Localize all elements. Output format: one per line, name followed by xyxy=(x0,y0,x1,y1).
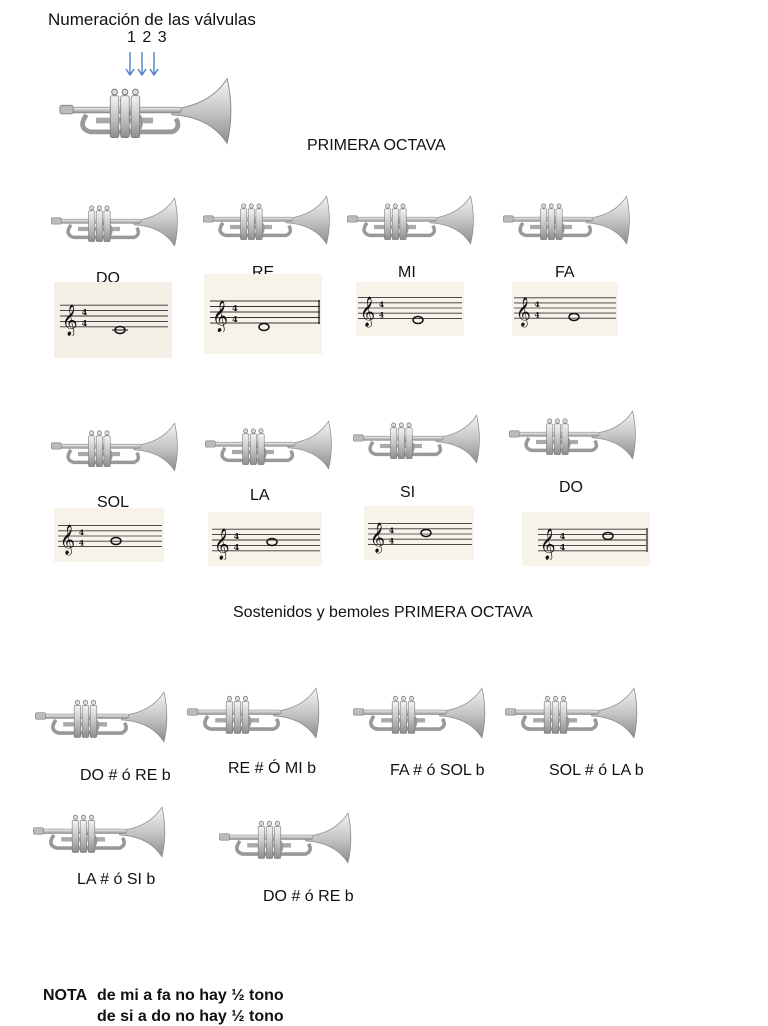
footer-note-line-2: de si a do no hay ½ tono xyxy=(97,1008,284,1025)
valve-numbers: 1 2 3 xyxy=(127,29,168,46)
arrow-valve-1-head xyxy=(125,68,135,77)
footer-note-line-1: de mi a fa no hay ½ tono xyxy=(97,987,284,1004)
trumpet-image-la-sharp xyxy=(32,800,178,864)
whole-note-fa xyxy=(568,312,580,322)
arrow-valve-2-head xyxy=(137,68,147,77)
valve-arrows xyxy=(125,52,159,77)
note-label-la-sharp: LA # ó SI b xyxy=(77,871,156,888)
staff-re xyxy=(204,274,322,354)
note-label-sol-sharp: SOL # ó LA b xyxy=(549,762,644,779)
staff-sol xyxy=(54,508,164,562)
note-label-si: SI xyxy=(400,484,416,501)
trumpet-image-do xyxy=(50,192,190,252)
whole-note-re xyxy=(258,322,270,332)
whole-note-la xyxy=(266,537,278,547)
trumpet-image-la xyxy=(204,414,344,476)
note-label-fa-sharp: FA # ó SOL b xyxy=(390,762,485,779)
staff-do-high xyxy=(522,512,650,566)
trumpet-image-fa-sharp xyxy=(352,682,498,744)
trumpet-image-do-high xyxy=(508,404,648,466)
staff-la xyxy=(208,512,322,566)
trumpet-image-re-sharp xyxy=(186,682,332,744)
whole-note-do-high xyxy=(602,531,614,541)
trumpet-image-reference xyxy=(58,70,248,152)
note-label-do-sharp-2: DO # ó RE b xyxy=(263,888,354,905)
note-label-sol: SOL xyxy=(97,494,130,511)
note-label-do-sharp: DO # ó RE b xyxy=(80,767,171,784)
trumpet-image-si xyxy=(352,408,492,470)
trumpet-image-do-sharp xyxy=(34,686,180,748)
whole-note-mi xyxy=(412,315,424,325)
section-first-octave: PRIMERA OCTAVA xyxy=(307,137,446,154)
whole-note-sol xyxy=(110,536,122,546)
whole-note-si xyxy=(420,528,432,538)
note-label-mi: MI xyxy=(398,264,416,281)
note-label-do-high: DO xyxy=(559,479,583,496)
trumpet-image-sol-sharp xyxy=(504,682,650,744)
note-label-re-sharp: RE # Ó MI b xyxy=(228,760,317,777)
trumpet-image-fa xyxy=(502,190,642,250)
trumpet-image-re xyxy=(202,190,342,250)
footer-note-label: NOTA xyxy=(43,987,88,1004)
valve-numbering-title: Numeración de las válvulas xyxy=(48,10,256,29)
arrow-valve-3-head xyxy=(149,68,159,77)
trumpet-image-do-sharp-2 xyxy=(218,806,364,870)
section-sharps-flats: Sostenidos y bemoles PRIMERA OCTAVA xyxy=(233,604,533,621)
trumpet-image-sol xyxy=(50,416,190,478)
note-label-fa: FA xyxy=(555,264,575,281)
staff-fa xyxy=(512,282,618,336)
staff-si xyxy=(364,506,474,560)
staff-mi xyxy=(356,282,464,336)
note-label-la: LA xyxy=(250,487,270,504)
trumpet-image-mi xyxy=(346,190,486,250)
staff-do xyxy=(54,282,172,358)
